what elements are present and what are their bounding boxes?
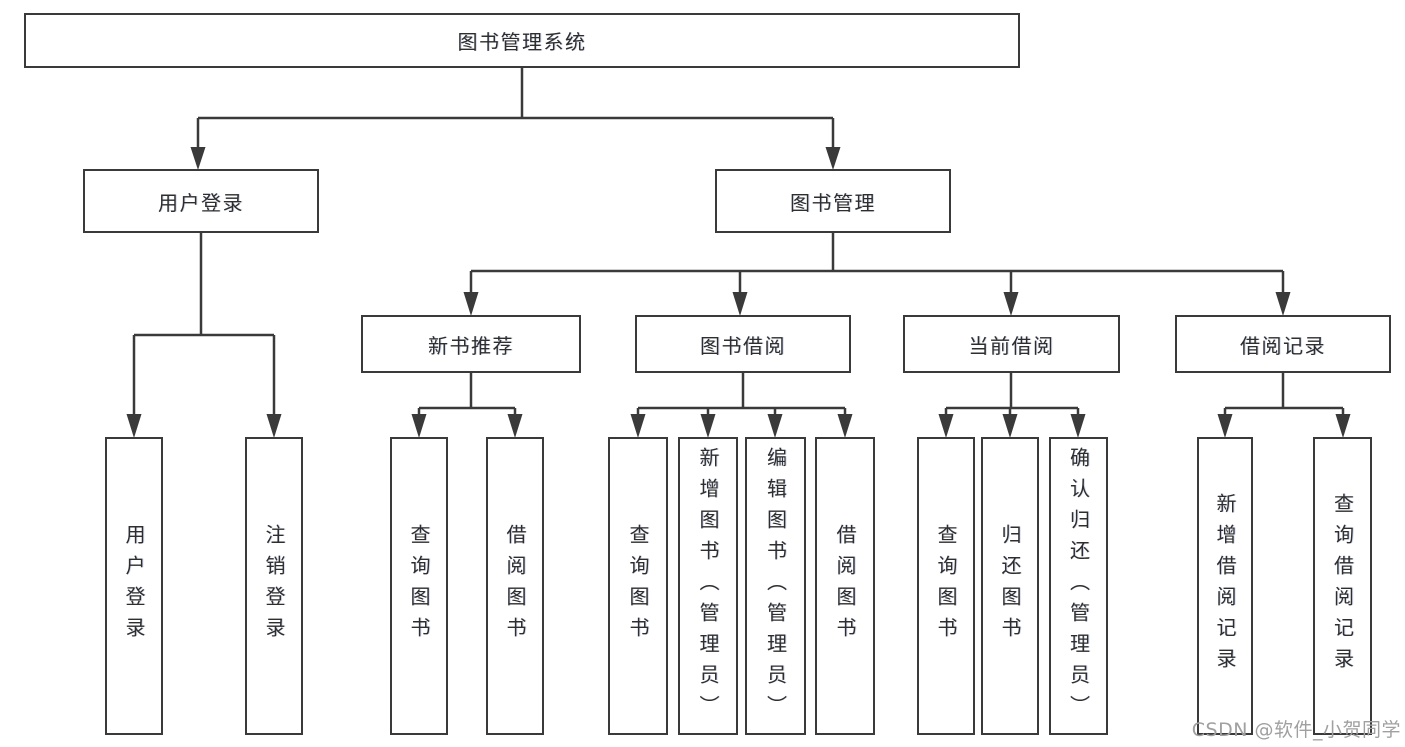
node-book-borrowing: 图书借阅 — [635, 315, 851, 373]
leaf-cb-return-books-label: 归还图书 — [998, 524, 1022, 648]
arrowhead — [463, 292, 479, 316]
leaf-nb-borrow-books-label: 借阅图书 — [503, 524, 527, 648]
arrowhead — [1335, 414, 1351, 438]
node-current-borrowing-label: 当前借阅 — [968, 333, 1055, 358]
arrowhead — [700, 414, 716, 438]
leaf-nb-query-books: 查询图书 — [390, 437, 448, 735]
arrowhead — [1070, 414, 1086, 438]
arrowhead — [938, 414, 954, 438]
leaf-br-query-record-label: 查询借阅记录 — [1330, 493, 1355, 679]
leaf-nb-query-books-label: 查询图书 — [407, 524, 431, 648]
arrowhead — [266, 414, 282, 438]
node-root-system: 图书管理系统 — [24, 13, 1020, 68]
arrowheads — [126, 147, 1351, 438]
arrowhead — [411, 414, 427, 438]
leaf-bb-borrow-books-label: 借阅图书 — [833, 524, 857, 648]
leaf-br-add-record-label: 新增借阅记录 — [1213, 493, 1237, 679]
leaf-nb-borrow-books: 借阅图书 — [486, 437, 544, 735]
node-user-login: 用户登录 — [83, 169, 319, 233]
arrowhead — [630, 414, 646, 438]
node-user-login-label: 用户登录 — [158, 190, 244, 215]
node-new-book-recommend: 新书推荐 — [361, 315, 581, 373]
leaf-cb-query-books: 查询图书 — [917, 437, 975, 735]
leaf-cb-confirm-return-admin-label: 确认归还（管理员） — [1066, 446, 1091, 726]
leaf-bb-query-books-label: 查询图书 — [626, 524, 650, 648]
node-book-management-label: 图书管理 — [790, 190, 876, 215]
leaf-br-add-record: 新增借阅记录 — [1197, 437, 1253, 735]
arrowhead — [1217, 414, 1233, 438]
arrowhead — [837, 414, 853, 438]
leaf-cb-query-books-label: 查询图书 — [934, 524, 958, 648]
arrowhead — [1003, 292, 1019, 316]
leaf-bb-edit-books-admin-label: 编辑图书（管理员） — [763, 446, 788, 726]
node-current-borrowing: 当前借阅 — [903, 315, 1120, 373]
leaf-bb-query-books: 查询图书 — [608, 437, 668, 735]
leaf-bb-borrow-books: 借阅图书 — [815, 437, 875, 735]
node-book-management: 图书管理 — [715, 169, 951, 233]
arrowhead — [732, 292, 748, 316]
arrowhead — [190, 147, 206, 170]
watermark: CSDN @软件_小贺同学 — [1191, 719, 1401, 741]
arrowhead — [1002, 414, 1018, 438]
arrowhead — [507, 414, 523, 438]
node-book-borrowing-label: 图书借阅 — [700, 333, 786, 358]
connector-lines — [132, 68, 1345, 415]
leaf-br-query-record: 查询借阅记录 — [1313, 437, 1372, 735]
node-new-book-recommend-label: 新书推荐 — [428, 333, 514, 358]
node-borrowing-records-label: 借阅记录 — [1240, 333, 1326, 358]
leaf-cb-confirm-return-admin: 确认归还（管理员） — [1049, 437, 1108, 735]
leaf-user-login-label: 用户登录 — [122, 524, 146, 648]
arrowhead — [1275, 292, 1291, 316]
node-borrowing-records: 借阅记录 — [1175, 315, 1391, 373]
leaf-user-login: 用户登录 — [105, 437, 163, 735]
arrowhead — [767, 414, 783, 438]
arrowhead — [825, 147, 841, 170]
leaf-bb-add-books-admin-label: 新增图书（管理员） — [696, 446, 720, 726]
leaf-logout: 注销登录 — [245, 437, 303, 735]
arrowhead — [126, 414, 142, 438]
leaf-cb-return-books: 归还图书 — [981, 437, 1039, 735]
node-root-system-label: 图书管理系统 — [457, 30, 587, 54]
leaf-bb-edit-books-admin: 编辑图书（管理员） — [745, 437, 806, 735]
leaf-logout-label: 注销登录 — [262, 524, 286, 648]
leaf-bb-add-books-admin: 新增图书（管理员） — [678, 437, 738, 735]
